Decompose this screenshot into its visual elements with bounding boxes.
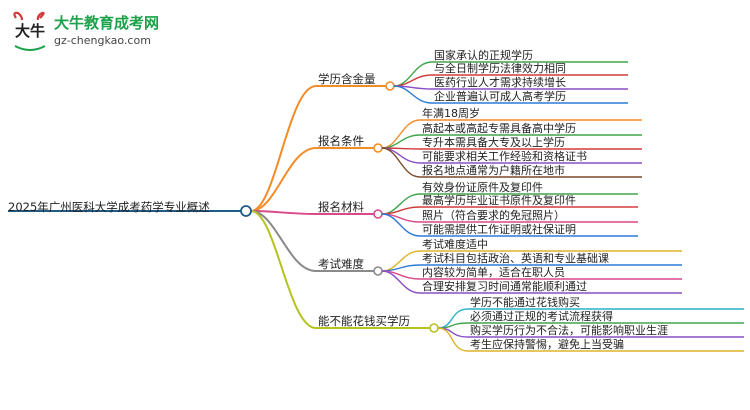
branch-connector [250,210,317,272]
leaf-label: 报名地点通常为户籍所在地市 [422,164,565,177]
branch-connector [250,85,317,212]
branch-node [385,81,395,91]
logo-glyph: 大牛 [15,22,45,40]
leaf-connector [381,193,421,215]
leaf-connector [381,147,421,164]
leaf-connector [381,213,421,237]
branch-connector [250,210,317,329]
bull-logo-icon: 大牛 [13,11,46,51]
branch-node [373,266,383,276]
leaf-label: 学历不能通过花钱购买 [470,296,580,309]
leaf-connector [381,147,421,178]
leaf-label: 考试科目包括政治、英语和专业基础课 [422,252,609,265]
leaf-connector [437,327,469,352]
leaf-label: 有效身份证原件及复印件 [422,181,543,194]
branch-label: 考试难度 [318,257,364,271]
leaf-connector [381,206,421,215]
site-logo: 大牛 大牛教育成考网 gz-chengkao.com [10,10,210,54]
leaf-label: 医药行业人才需求持续增长 [434,76,566,89]
leaf-label: 最高学历毕业证书原件及复印件 [422,194,576,207]
leaf-label: 合理安排复习时间通常能顺利通过 [422,280,587,293]
leaf-label: 年满18周岁 [422,107,480,120]
branch-node [373,209,383,219]
leaf-label: 购买学历行为不合法，可能影响职业生涯 [470,324,668,337]
branch-connector [250,147,317,212]
branch-connector [250,210,317,215]
leaf-connector [381,119,421,149]
leaf-label: 与全日制学历法律效力相同 [434,62,566,75]
leaf-label: 内容较为简单，适合在职人员 [422,266,565,279]
branch-label: 能不能花钱买学历 [318,314,410,328]
branch-label: 报名材料 [318,200,364,214]
leaf-connector [393,61,433,87]
leaf-label: 可能要求相关工作经验和资格证书 [422,150,587,163]
branch-label: 学历含金量 [318,72,376,86]
mind-map-edges [8,61,744,352]
leaf-label: 照片（符合要求的免冠照片） [422,209,565,222]
leaf-label: 国家承认的正规学历 [434,49,533,62]
brand-url: gz-chengkao.com [54,34,151,47]
leaf-label: 高起本或高起专需具备高中学历 [422,122,576,135]
root-node [240,205,252,217]
leaf-label: 企业普遍认可成人高考学历 [434,90,566,103]
leaf-connector [437,322,469,329]
leaf-label: 考试难度适中 [422,238,488,251]
branch-node [373,143,383,153]
brand-name: 大牛教育成考网 [54,14,160,32]
leaf-connector [381,270,421,294]
leaf-label: 专升本需具备大专及以上学历 [422,136,565,149]
leaf-label: 考生应保持警惕，避免上当受骗 [470,338,624,351]
leaf-connector [393,85,433,104]
branch-label: 报名条件 [318,134,364,148]
leaf-label: 可能需提供工作证明或社保证明 [422,223,576,236]
root-topic: 2025年广州医科大学成考药学专业概述 [8,200,210,214]
branch-node [429,323,439,333]
leaf-label: 必须通过正规的考试流程获得 [470,310,613,323]
leaf-connector [381,264,421,272]
